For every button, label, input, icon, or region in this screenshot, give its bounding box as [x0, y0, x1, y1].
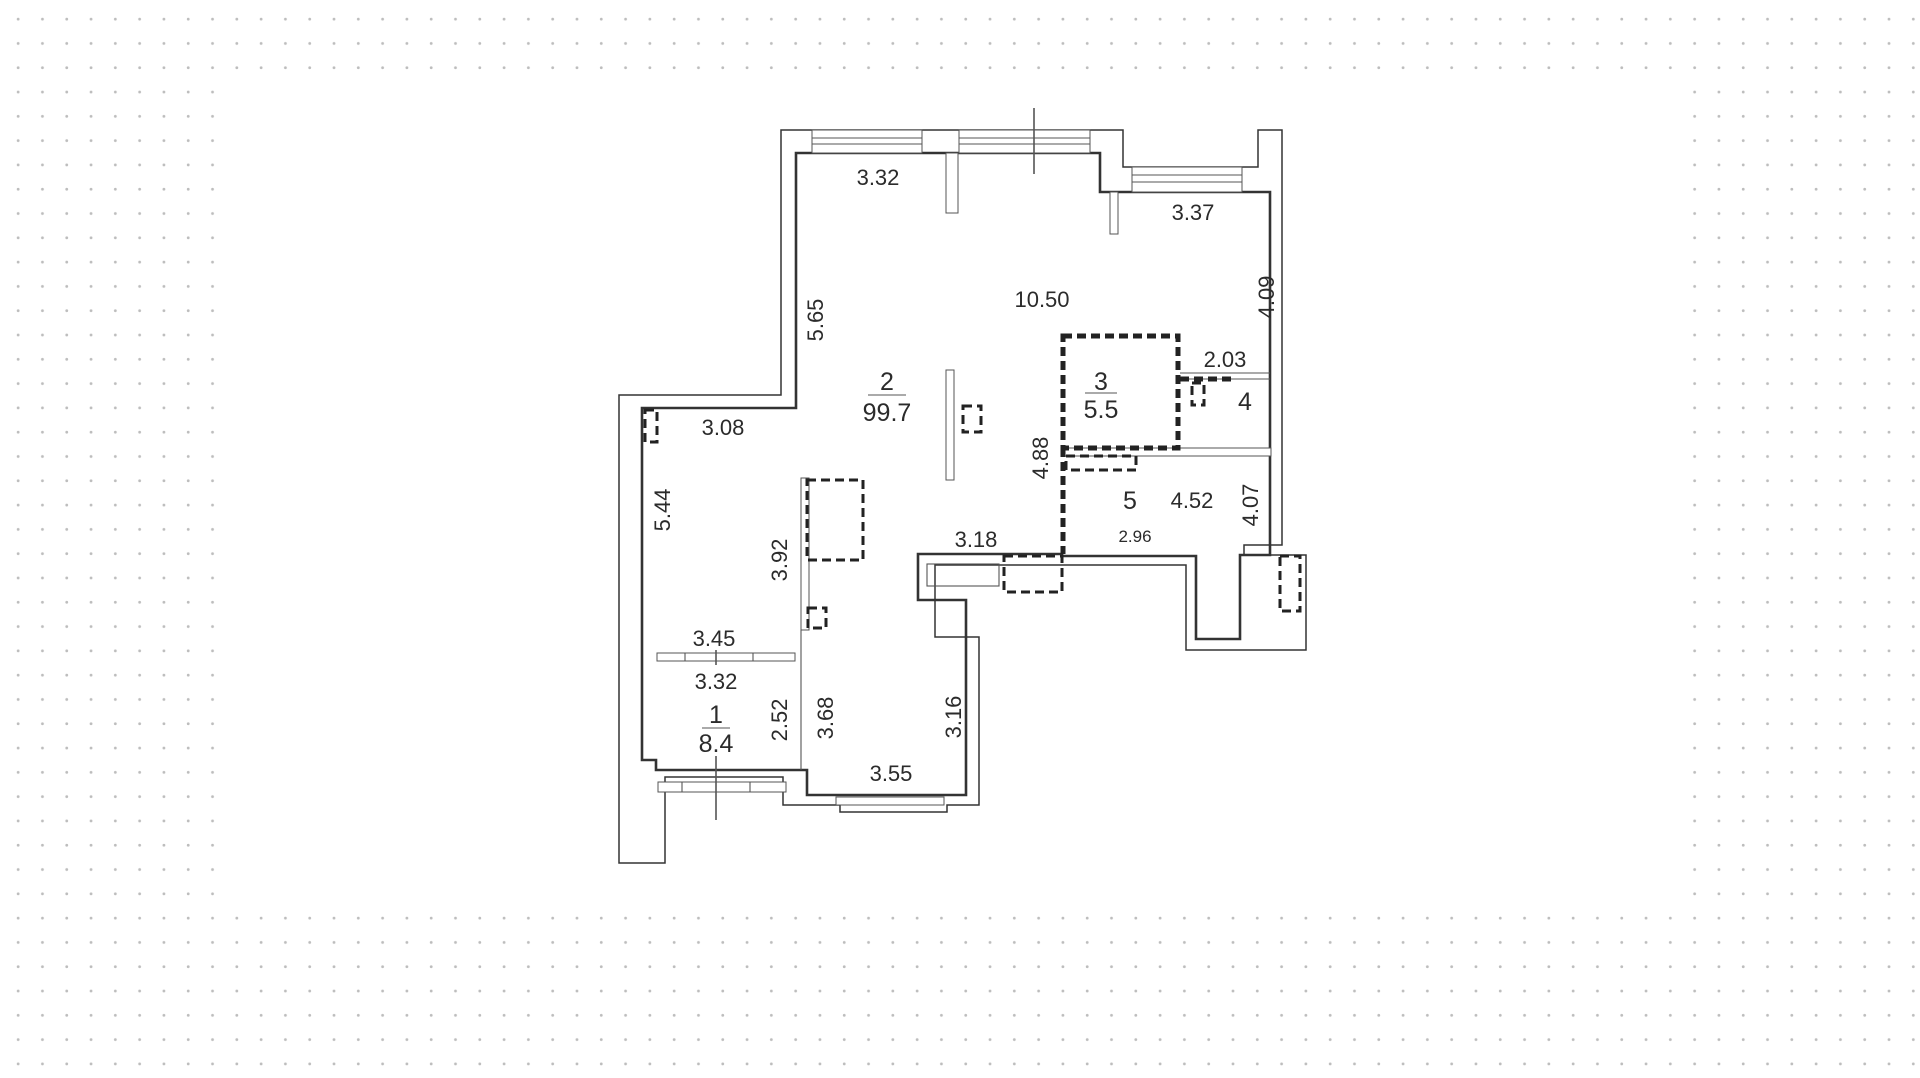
partitions	[643, 152, 1302, 770]
dim-top-left-width: 3.32	[857, 165, 900, 190]
room-3-area: 5.5	[1084, 396, 1119, 424]
room-2-area: 99.7	[863, 399, 912, 427]
dim-room5-lower-width: 2.96	[1118, 527, 1151, 546]
dim-lower-room-left-height: 3.68	[813, 697, 838, 740]
dim-wing-height: 5.44	[650, 489, 675, 532]
dim-lower-room-width: 3.55	[870, 761, 913, 786]
room-3-number: 3	[1094, 368, 1108, 396]
room-1-number: 1	[709, 701, 723, 729]
dim-left-upper-height: 5.65	[803, 299, 828, 342]
room-1-area: 8.4	[699, 730, 734, 758]
dim-partition-height: 3.92	[767, 539, 792, 582]
dim-room5-width: 4.52	[1171, 488, 1214, 513]
room-5-number: 5	[1123, 487, 1137, 515]
windows	[656, 129, 1243, 806]
room-2-number: 2	[880, 368, 894, 396]
dim-balcony-inner-width: 3.32	[695, 669, 738, 694]
dim-room5-height: 4.07	[1238, 484, 1263, 527]
dim-kitchen-width: 3.18	[955, 527, 998, 552]
dim-balcony-top-width: 3.45	[693, 626, 736, 651]
dim-lower-room-right-height: 3.16	[941, 696, 966, 739]
dim-right-upper-height: 4.09	[1254, 276, 1279, 319]
labels: 3.32 3.37 10.50 5.65 4.09 2 99.7 3 5.5 2…	[650, 165, 1279, 786]
dim-corridor-height: 4.88	[1028, 437, 1053, 480]
outer-walls	[618, 129, 1307, 864]
dim-wing-width: 3.08	[702, 415, 745, 440]
room-4-number: 4	[1238, 388, 1252, 416]
dim-top-right-width: 3.37	[1172, 200, 1215, 225]
dim-balcony-height: 2.52	[767, 699, 792, 742]
dim-room4-width: 2.03	[1204, 347, 1247, 372]
axis-marks	[715, 108, 1035, 820]
dim-main-width: 10.50	[1014, 287, 1069, 312]
